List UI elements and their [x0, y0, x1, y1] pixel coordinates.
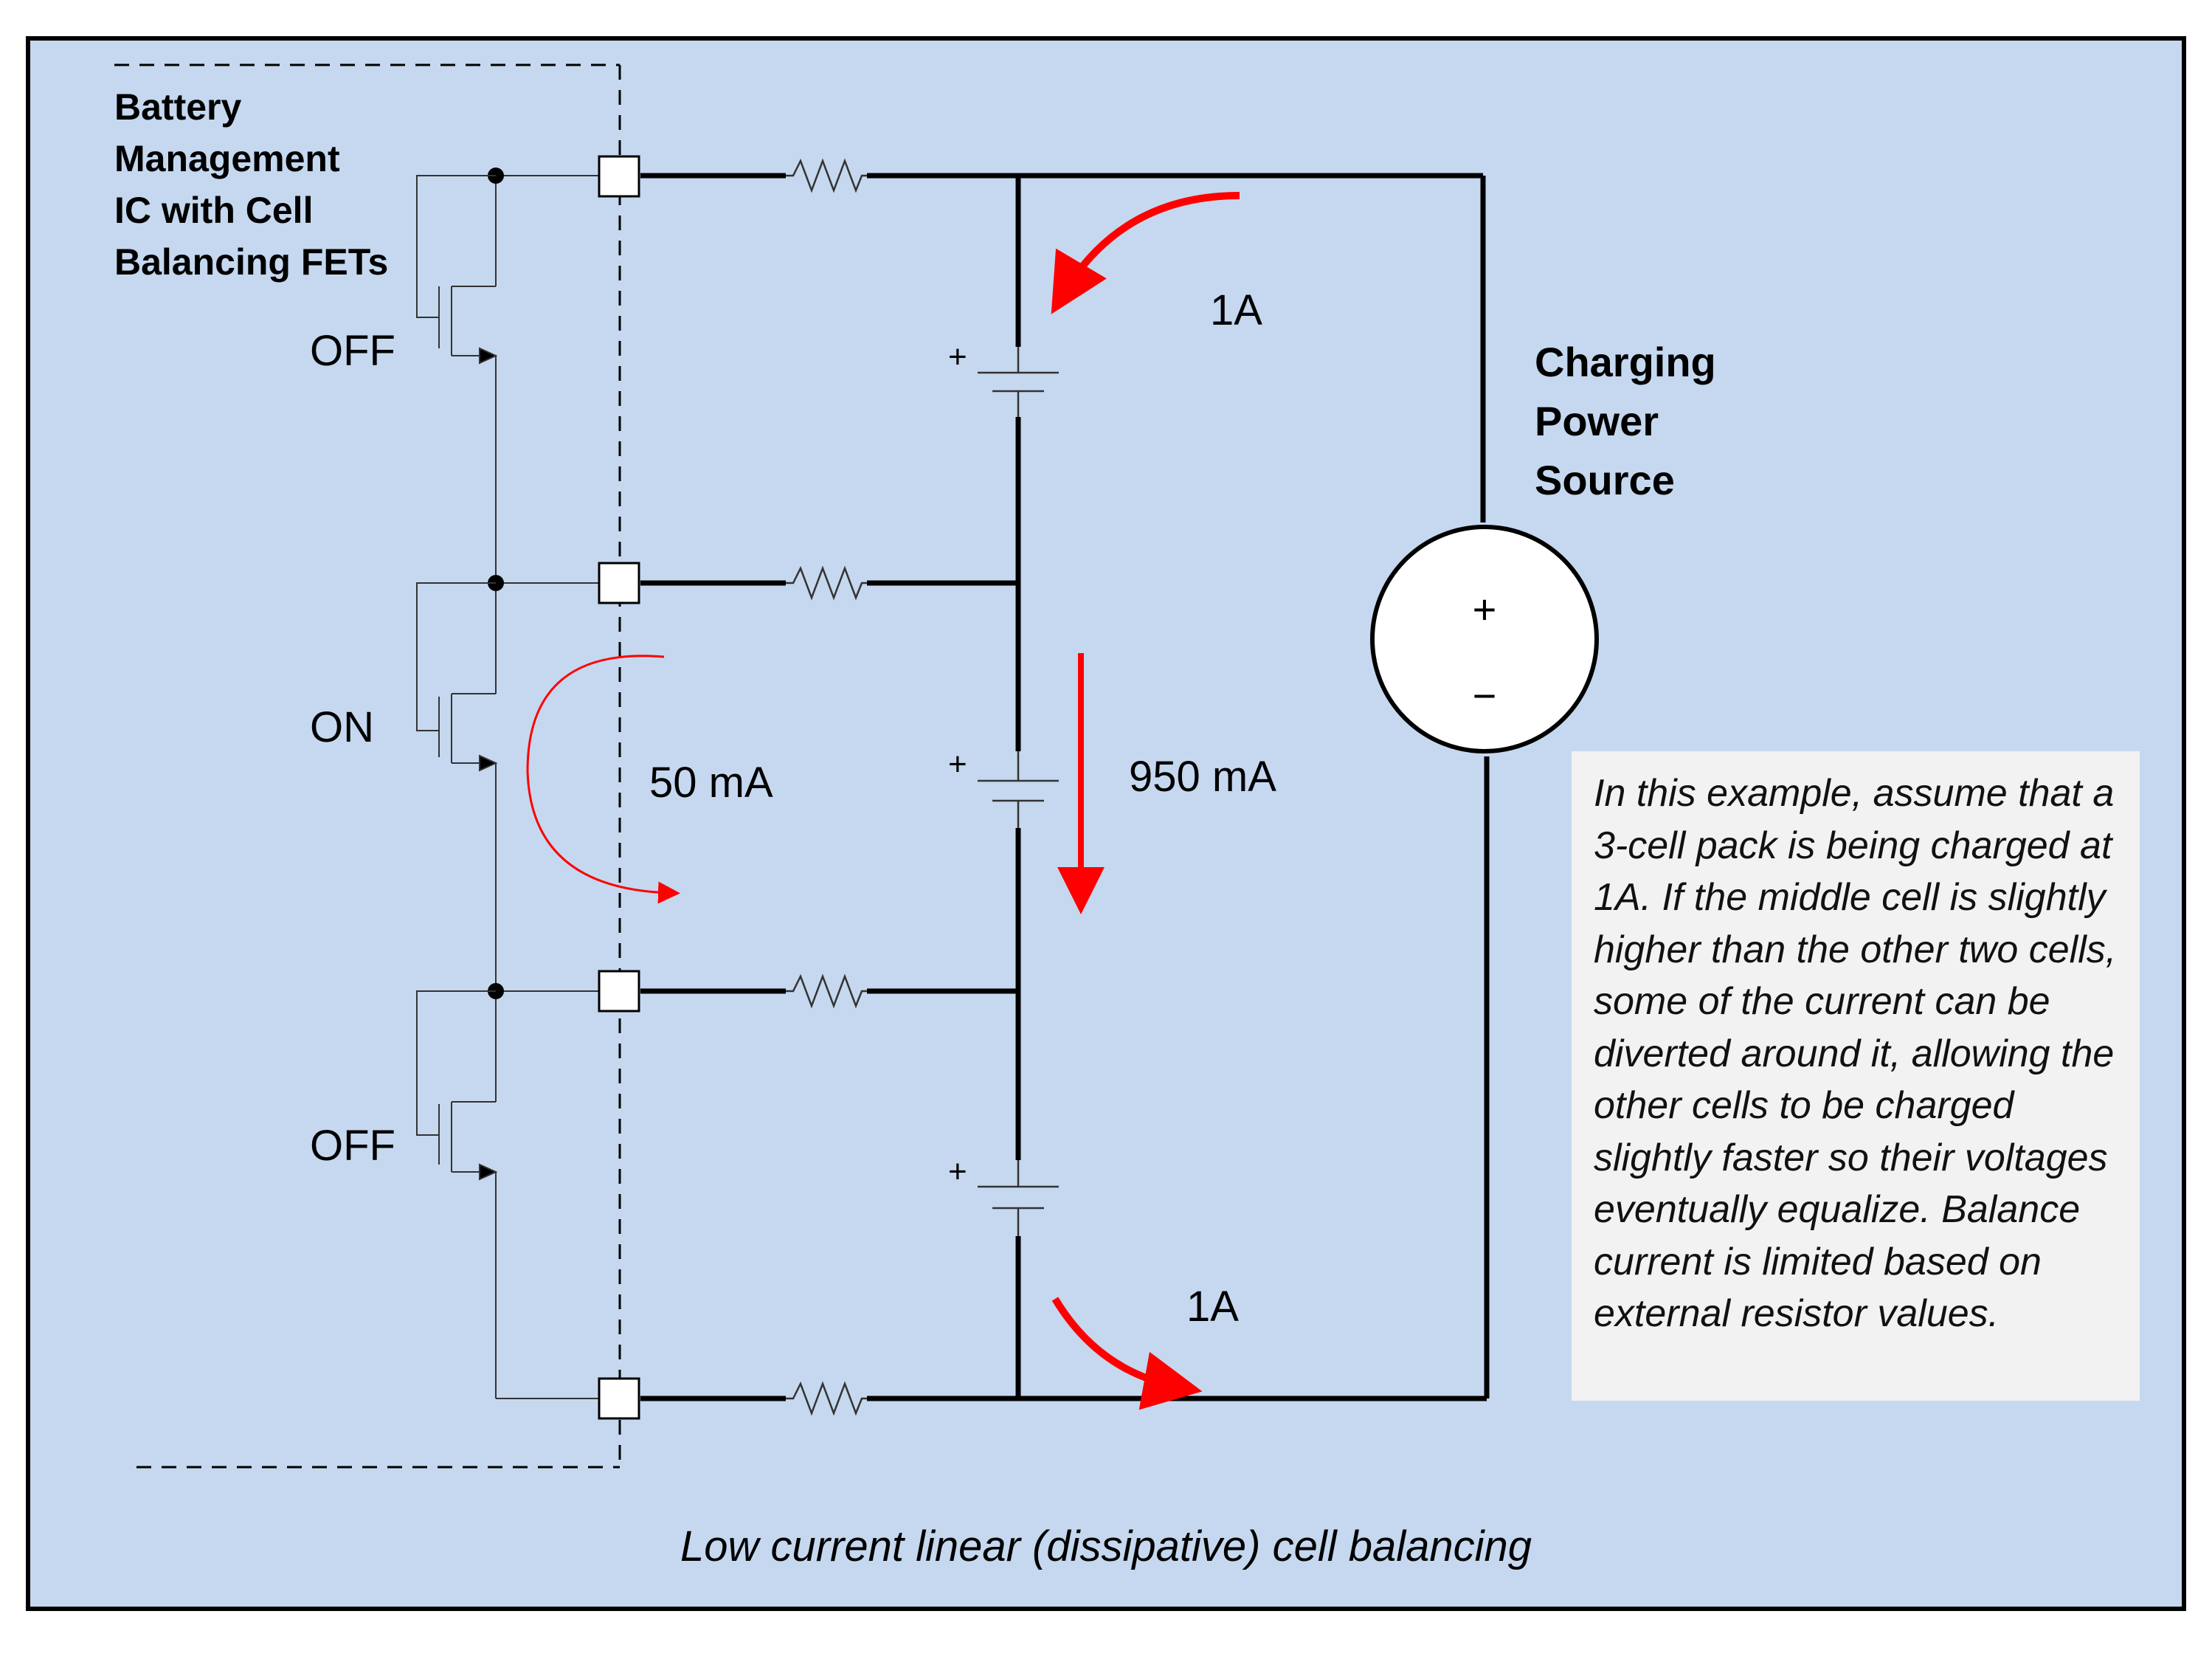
current-arrow-bypass: [526, 655, 680, 904]
fet-state-1: OFF: [310, 327, 395, 375]
ic-pins: [598, 155, 640, 1420]
svg-text:−: −: [1473, 672, 1497, 719]
current-label-middle: 950 mA: [1129, 753, 1276, 801]
svg-text:Source: Source: [1535, 457, 1675, 503]
explanation-note: In this example, assume that a 3-cell pa…: [1572, 751, 2140, 1401]
current-arrow-top: [1051, 192, 1240, 314]
balance-resistors: [786, 158, 867, 1416]
svg-text:Management: Management: [114, 138, 340, 179]
cell-1-polarity: +: [948, 339, 967, 375]
cell-3-polarity: +: [948, 1153, 967, 1190]
ic-boundary: [114, 63, 621, 1469]
fet-state-3: OFF: [310, 1122, 395, 1170]
current-label-top: 1A: [1210, 286, 1262, 334]
fet-state-2: ON: [310, 703, 374, 751]
battery-cell-3: [978, 1160, 1059, 1236]
battery-cell-2: [978, 751, 1059, 828]
svg-text:Battery: Battery: [114, 86, 241, 128]
cell-2-polarity: +: [948, 746, 967, 782]
current-label-bottom: 1A: [1186, 1283, 1239, 1331]
balancing-fet-3: [416, 990, 498, 1181]
svg-text:Power: Power: [1535, 398, 1659, 444]
svg-text:Charging: Charging: [1535, 339, 1716, 385]
svg-text:+: +: [1473, 586, 1497, 632]
svg-text:IC with Cell: IC with Cell: [114, 190, 313, 231]
diagram-title: Low current linear (dissipative) cell ba…: [680, 1522, 1532, 1570]
source-label: Charging Power Source: [1535, 339, 1716, 503]
current-arrow-bottom: [1051, 1297, 1203, 1410]
charging-source: + −: [1370, 525, 1599, 753]
svg-text:Balancing FETs: Balancing FETs: [114, 241, 388, 283]
ic-label: Battery Management IC with Cell Balancin…: [114, 86, 388, 283]
balancing-fet-1: [416, 175, 498, 365]
battery-cell-1: [978, 347, 1059, 417]
current-label-bypass: 50 mA: [649, 759, 773, 807]
ic-internal-wiring: [495, 175, 599, 1399]
balancing-fet-2: [416, 582, 498, 772]
